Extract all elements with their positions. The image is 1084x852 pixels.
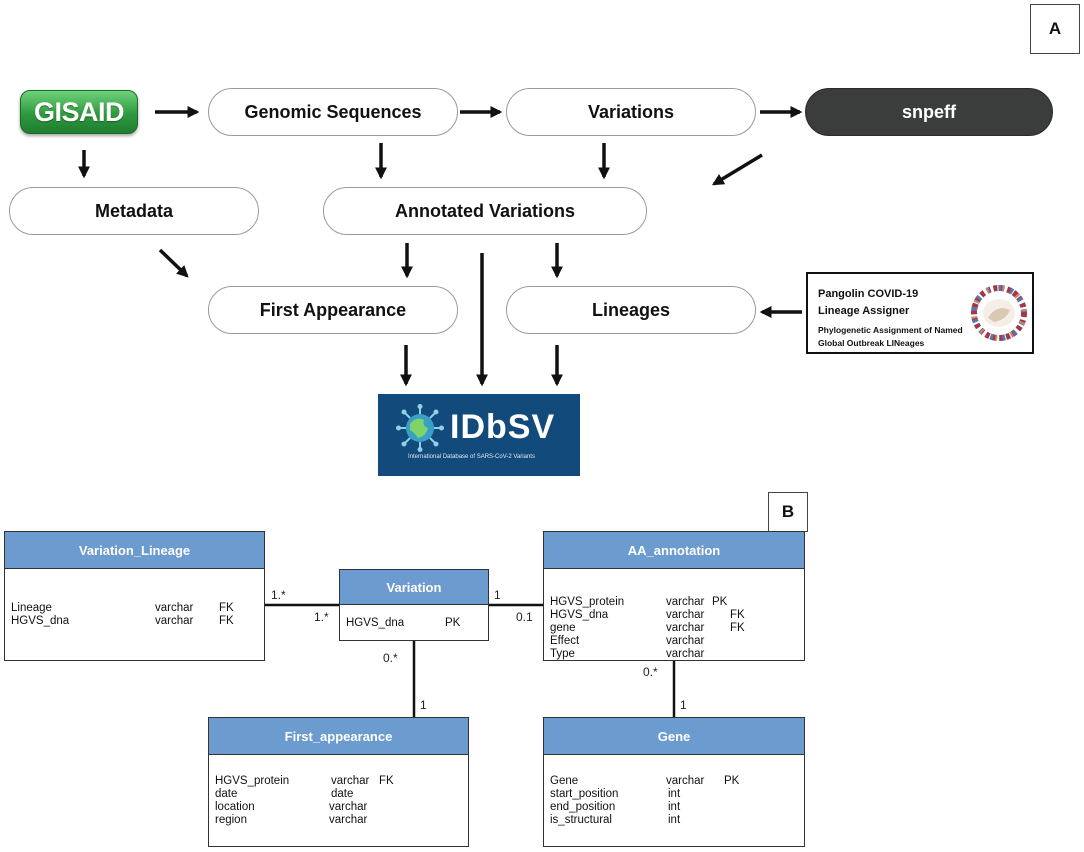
pangolin-logo-icon bbox=[971, 285, 1027, 341]
multiplicity-label: 1 bbox=[494, 588, 501, 602]
table-first-appearance: First_appearance HGVS_protein varchar FK… bbox=[208, 717, 469, 847]
table-title: Variation_Lineage bbox=[5, 532, 264, 569]
pangolin-subtitle-line2: Global Outbreak LINeages bbox=[818, 338, 925, 348]
field-key: PK bbox=[724, 775, 740, 787]
virus-globe-icon bbox=[396, 404, 444, 452]
table-variation-lineage: Variation_Lineage Lineage varchar FK HGV… bbox=[4, 531, 265, 661]
field-name: HGVS_dna bbox=[346, 617, 405, 629]
pangolin-box: Pangolin COVID-19 Lineage Assigner Phylo… bbox=[806, 272, 1034, 354]
field-key: FK bbox=[219, 615, 234, 627]
gisaid-logo: GISAID bbox=[20, 90, 138, 134]
arrow-snpeff-to-annotated bbox=[711, 153, 763, 186]
field-key: FK bbox=[219, 602, 234, 614]
table-title: Gene bbox=[544, 718, 804, 755]
multiplicity-label: 1.* bbox=[271, 588, 286, 602]
multiplicity-label: 1 bbox=[680, 698, 687, 712]
field-name: region bbox=[215, 814, 247, 826]
field-key: FK bbox=[730, 622, 745, 634]
node-first-appearance: First Appearance bbox=[208, 286, 458, 334]
table-title: Variation bbox=[340, 570, 488, 605]
field-name: end_position bbox=[550, 801, 616, 813]
pangolin-subtitle-line1: Phylogenetic Assignment of Named bbox=[818, 325, 963, 335]
field-name: Gene bbox=[550, 775, 579, 787]
table-aa-annotation: AA_annotation HGVS_protein varchar PK HG… bbox=[543, 531, 805, 661]
field-name: Effect bbox=[550, 635, 580, 647]
table-title: AA_annotation bbox=[544, 532, 804, 569]
field-key: PK bbox=[445, 617, 461, 629]
field-name: HGVS_protein bbox=[215, 775, 290, 787]
field-name: start_position bbox=[550, 788, 619, 800]
node-lineages: Lineages bbox=[506, 286, 756, 334]
multiplicity-label: 0.* bbox=[643, 665, 658, 679]
node-variations: Variations bbox=[506, 88, 756, 136]
node-snpeff: snpeff bbox=[805, 88, 1053, 136]
pangolin-title-line2: Lineage Assigner bbox=[818, 305, 910, 317]
arrow-metadata-to-first-appearance bbox=[158, 248, 189, 278]
field-type: varchar bbox=[666, 635, 705, 647]
field-type: varchar bbox=[155, 615, 194, 627]
field-name: HGVS_protein bbox=[550, 596, 625, 608]
field-key: FK bbox=[379, 775, 394, 787]
field-type: varchar bbox=[666, 775, 705, 787]
field-type: varchar bbox=[329, 814, 368, 826]
node-genomic-sequences: Genomic Sequences bbox=[208, 88, 458, 136]
table-variation: Variation HGVS_dna PK bbox=[339, 569, 489, 641]
field-type: varchar bbox=[329, 801, 368, 813]
field-type: varchar bbox=[666, 596, 705, 608]
field-type: date bbox=[331, 788, 354, 800]
field-type: varchar bbox=[666, 648, 705, 660]
table-title: First_appearance bbox=[209, 718, 468, 755]
field-type: varchar bbox=[155, 602, 194, 614]
node-annotated-variations: Annotated Variations bbox=[323, 187, 647, 235]
field-name: HGVS_dna bbox=[550, 609, 609, 621]
field-type: varchar bbox=[666, 609, 705, 621]
panel-a-label: A bbox=[1030, 4, 1080, 54]
multiplicity-label: 1.* bbox=[314, 610, 329, 624]
multiplicity-label: 0.* bbox=[383, 651, 398, 665]
node-metadata: Metadata bbox=[9, 187, 259, 235]
field-name: gene bbox=[550, 622, 576, 634]
pangolin-title-line1: Pangolin COVID-19 bbox=[818, 288, 919, 300]
field-type: varchar bbox=[666, 622, 705, 634]
field-type: varchar bbox=[331, 775, 370, 787]
field-name: is_structural bbox=[550, 814, 612, 826]
idbsv-name: IDbSV bbox=[450, 408, 556, 446]
idbsv-logo: IDbSV International Database of SARS-CoV… bbox=[378, 394, 580, 476]
field-type: int bbox=[668, 788, 681, 800]
field-name: date bbox=[215, 788, 238, 800]
table-gene: Gene Gene varchar PK start_position int … bbox=[543, 717, 805, 847]
field-type: int bbox=[668, 814, 681, 826]
field-name: HGVS_dna bbox=[11, 615, 70, 627]
multiplicity-label: 0.1 bbox=[516, 610, 533, 624]
field-key: FK bbox=[730, 609, 745, 621]
panel-b-label: B bbox=[768, 492, 808, 532]
field-name: Type bbox=[550, 648, 575, 660]
field-key: PK bbox=[712, 596, 728, 608]
field-name: Lineage bbox=[11, 602, 52, 614]
field-name: location bbox=[215, 801, 255, 813]
field-type: int bbox=[668, 801, 681, 813]
multiplicity-label: 1 bbox=[420, 698, 427, 712]
idbsv-subtitle: International Database of SARS-CoV-2 Var… bbox=[408, 454, 535, 460]
